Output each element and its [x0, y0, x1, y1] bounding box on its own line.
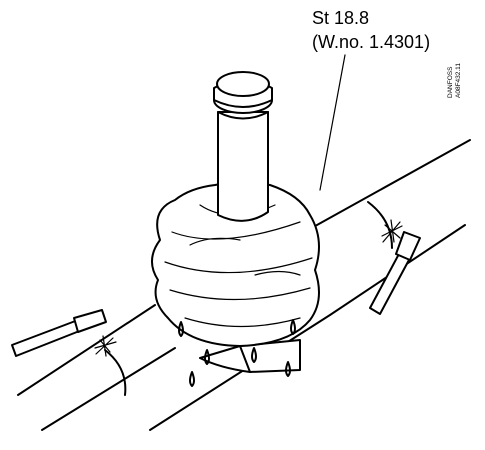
- drawing-code-line1: DANFOSS: [447, 66, 454, 98]
- weld-spark-left: [94, 335, 117, 357]
- wet-cloth: [151, 181, 320, 347]
- weld-spark-right: [381, 219, 403, 243]
- drawing-code-line2: A08F432.11: [455, 63, 462, 98]
- pipe-bottom-edge: [149, 224, 466, 431]
- welding-torch-left: [11, 309, 107, 357]
- material-number-label: (W.no. 1.4301): [312, 32, 431, 52]
- water-drops: [178, 319, 296, 387]
- weld-seam-right: [367, 201, 393, 249]
- label-leader-line: [319, 54, 346, 191]
- weld-seam-left: [104, 349, 127, 396]
- pipe-top-edge-right: [307, 139, 471, 231]
- material-label: St 18.8: [312, 8, 370, 28]
- valve-bracket: [199, 339, 301, 373]
- pipe: [17, 139, 471, 431]
- pipe-lower-edge-left: [41, 347, 176, 431]
- valve-stem: [217, 111, 269, 222]
- pipe-top-edge-left: [17, 304, 156, 396]
- welding-torch-right: [369, 231, 421, 315]
- valve-cap: [213, 71, 273, 114]
